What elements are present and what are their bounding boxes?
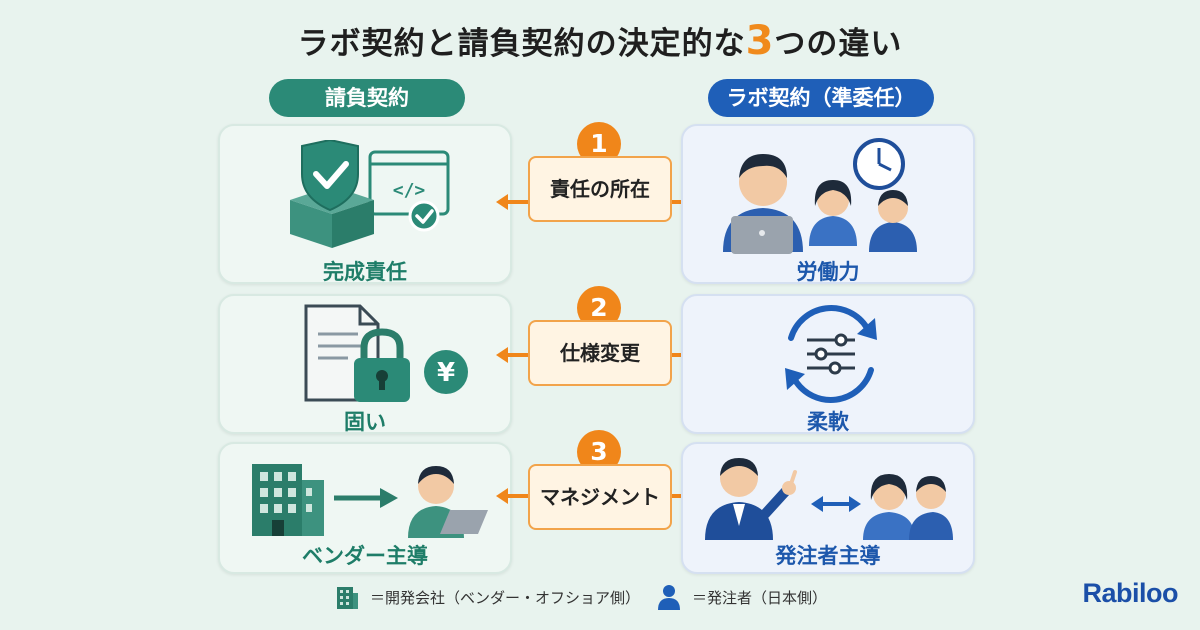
header-uketoi: 請負契約	[269, 79, 465, 117]
document-lock-yen-icon: ¥	[304, 304, 468, 402]
yen-glyph: ¥	[437, 358, 455, 388]
caption-completion-responsibility: 完成責任	[323, 260, 407, 284]
caption-vendor-led: ベンダー主導	[302, 544, 428, 568]
card-client-led: 発注者主導	[681, 442, 975, 574]
manager-directing-team-icon	[705, 458, 953, 540]
cycle-sliders-icon	[785, 305, 877, 403]
caption-rigid: 固い	[344, 410, 386, 434]
code-glyph: </>	[393, 180, 426, 201]
double-arrow-icon	[496, 488, 704, 504]
caption-labor: 労働力	[796, 260, 860, 284]
legend-client-text: ＝発注者（日本側）	[692, 589, 828, 607]
card-vendor-led: ベンダー主導	[218, 442, 512, 574]
title-number: 3	[745, 18, 775, 64]
title-prefix: ラボ契約と請負契約の決定的な	[297, 26, 746, 62]
building-to-developer-icon	[252, 464, 488, 538]
header-lab: ラボ契約（準委任）	[708, 79, 934, 117]
shield-box-code-icon: </>	[290, 140, 450, 248]
caption-flexible: 柔軟	[807, 410, 849, 434]
card-rigid: ¥ 固い	[218, 294, 512, 434]
double-arrow-icon	[496, 194, 704, 210]
building-icon	[337, 587, 358, 609]
card-labor: 労働力	[681, 124, 975, 284]
title-suffix: つの違い	[774, 26, 903, 62]
page-title: ラボ契約と請負契約の決定的な3つの違い	[0, 18, 1200, 64]
brand-logo: Rabiloo	[1082, 578, 1179, 608]
person-icon	[658, 585, 680, 610]
card-completion-responsibility: </> 完成責任	[218, 124, 512, 284]
label-management: マネジメント	[528, 464, 672, 530]
label-spec-change: 仕様変更	[528, 320, 672, 386]
legend-vendor: ＝開発会社（ベンダー・オフショア側）	[334, 583, 640, 613]
team-with-clock-icon	[723, 138, 917, 254]
legend-vendor-text: ＝開発会社（ベンダー・オフショア側）	[370, 589, 641, 607]
caption-client-led: 発注者主導	[775, 544, 881, 568]
legend-client: ＝発注者（日本側）	[656, 583, 856, 613]
double-arrow-icon	[496, 347, 704, 363]
label-responsibility: 責任の所在	[528, 156, 672, 222]
card-flexible: 柔軟	[681, 294, 975, 434]
